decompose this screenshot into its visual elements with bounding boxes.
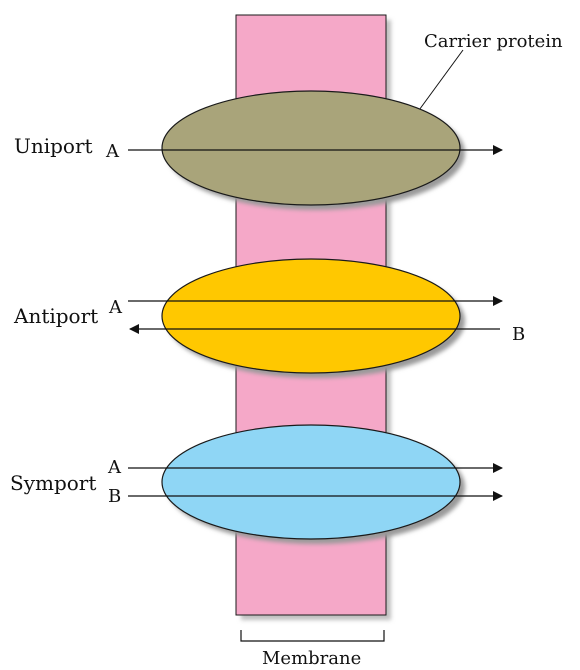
uniport-label: Uniport <box>14 134 93 158</box>
carrier-protein-label: Carrier protein <box>424 31 563 52</box>
carrier-protein-leader-line <box>413 49 464 118</box>
membrane-label: Membrane <box>262 648 361 669</box>
symport-marker-a: A <box>107 457 122 478</box>
antiport-marker-a: A <box>108 297 123 318</box>
uniport-carrier-protein <box>161 90 461 206</box>
symport-label: Symport <box>10 471 96 495</box>
uniport-marker-a: A <box>105 141 120 162</box>
antiport-label: Antiport <box>13 304 98 328</box>
membrane-bracket <box>240 630 385 642</box>
symport-carrier-protein <box>161 424 461 540</box>
symport-marker-b: B <box>108 486 121 507</box>
antiport-carrier-protein <box>161 258 461 374</box>
antiport-marker-b: B <box>512 324 525 345</box>
